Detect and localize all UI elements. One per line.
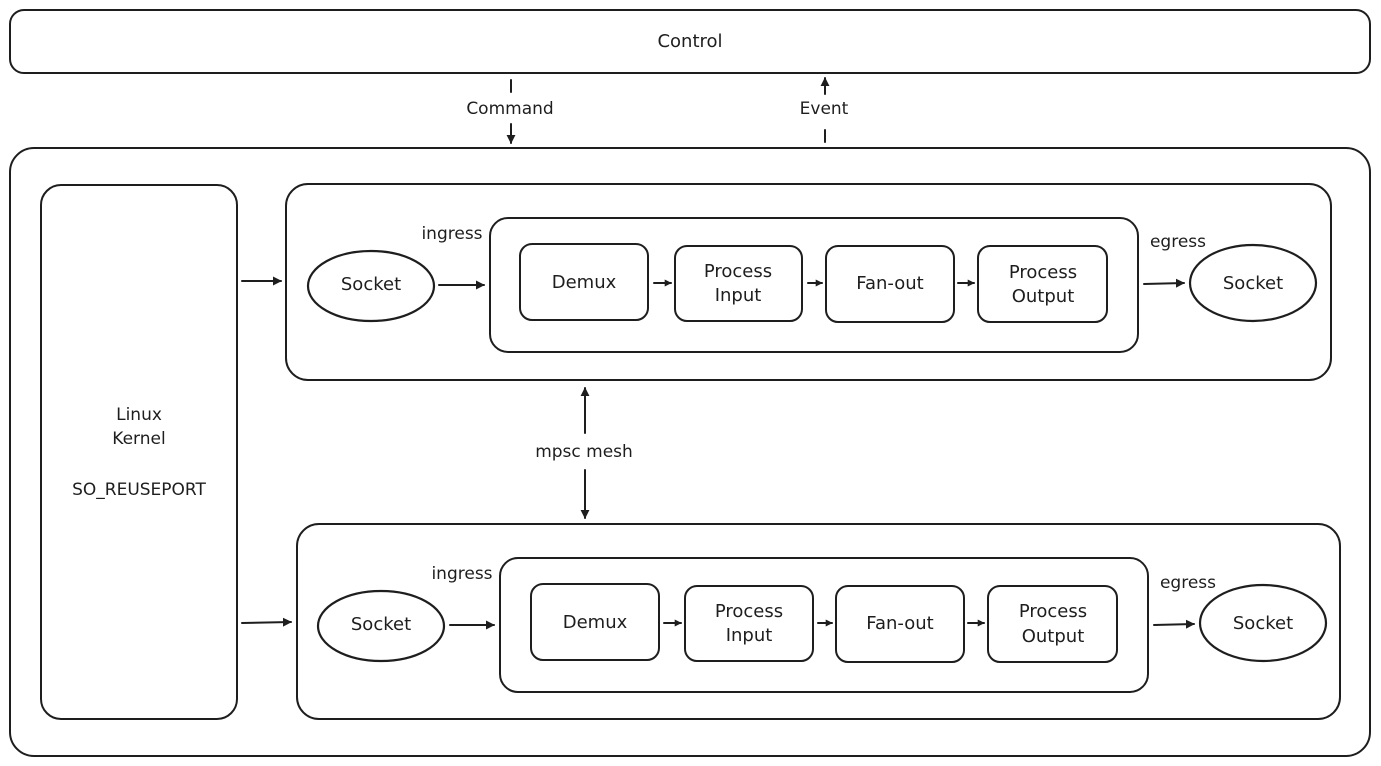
- mpsc-mesh-edge: mpsc mesh: [535, 387, 633, 519]
- stage-process-output-label-2a: Process: [1019, 601, 1087, 622]
- stage-process-input-2: [684, 585, 814, 662]
- stage-process-input-label-2b: Input: [726, 625, 773, 646]
- control-box: Control: [9, 9, 1371, 74]
- stage-fanout-2: [835, 585, 965, 663]
- egress-socket-label-1: Socket: [1223, 273, 1283, 294]
- worker-box-2: Socket ingress Demux Process Input Fan-o…: [296, 523, 1341, 720]
- kernel-label-line1: Linux: [116, 405, 162, 425]
- ingress-socket-label-1: Socket: [341, 274, 401, 295]
- stage-process-output-2: [987, 585, 1118, 663]
- egress-label-2: egress: [1160, 573, 1216, 593]
- egress-socket-1: [1188, 243, 1318, 323]
- ingress-socket-1: [306, 249, 436, 323]
- stage-process-output-label-1a: Process: [1009, 262, 1077, 283]
- egress-socket-label-2: Socket: [1233, 613, 1293, 634]
- kernel-label-line2: Kernel: [112, 429, 165, 449]
- stage-demux-1: [519, 243, 649, 321]
- stage-process-output-1: [977, 245, 1108, 323]
- ingress-socket-label-2: Socket: [351, 614, 411, 635]
- kernel-to-worker2-arrow: [241, 617, 292, 627]
- stage-process-input-label-1a: Process: [704, 261, 772, 282]
- mpsc-mesh-label: mpsc mesh: [535, 442, 633, 462]
- stage-process-output-label-1b: Output: [1012, 286, 1075, 307]
- kernel-box: Linux Kernel SO_REUSEPORT: [40, 184, 238, 720]
- stage-demux-2: [530, 583, 660, 661]
- stage-fanout-1: [825, 245, 955, 323]
- ingress-socket-2: [316, 589, 446, 663]
- stage-process-input-label-2a: Process: [715, 601, 783, 622]
- stage-process-input-1: [674, 245, 803, 322]
- command-label: Command: [466, 99, 553, 119]
- kernel-label-line3: SO_REUSEPORT: [72, 480, 206, 500]
- stage-process-input-label-1b: Input: [715, 285, 762, 306]
- worker-box-1: Socket ingress Demux Process Input Fan-o…: [285, 183, 1332, 381]
- event-label: Event: [800, 99, 849, 119]
- egress-socket-2: [1198, 583, 1328, 663]
- stage-fanout-label-2: Fan-out: [866, 613, 933, 634]
- control-label: Control: [657, 31, 722, 52]
- stage-fanout-label-1: Fan-out: [856, 273, 923, 294]
- ingress-label-1: ingress: [421, 224, 482, 244]
- pipeline-box-2: [499, 557, 1149, 693]
- egress-label-1: egress: [1150, 232, 1206, 252]
- ingress-label-2: ingress: [431, 564, 492, 584]
- outer-container: [9, 147, 1371, 757]
- command-edge: Command: [466, 79, 554, 144]
- stage-demux-label-1: Demux: [552, 272, 617, 293]
- egress-arrow-1: [1143, 278, 1185, 288]
- stage-demux-label-2: Demux: [563, 612, 628, 633]
- event-edge: Event: [800, 77, 849, 143]
- stage-process-output-label-2b: Output: [1022, 626, 1085, 647]
- egress-arrow-2: [1153, 619, 1195, 629]
- pipeline-box-1: [489, 217, 1139, 353]
